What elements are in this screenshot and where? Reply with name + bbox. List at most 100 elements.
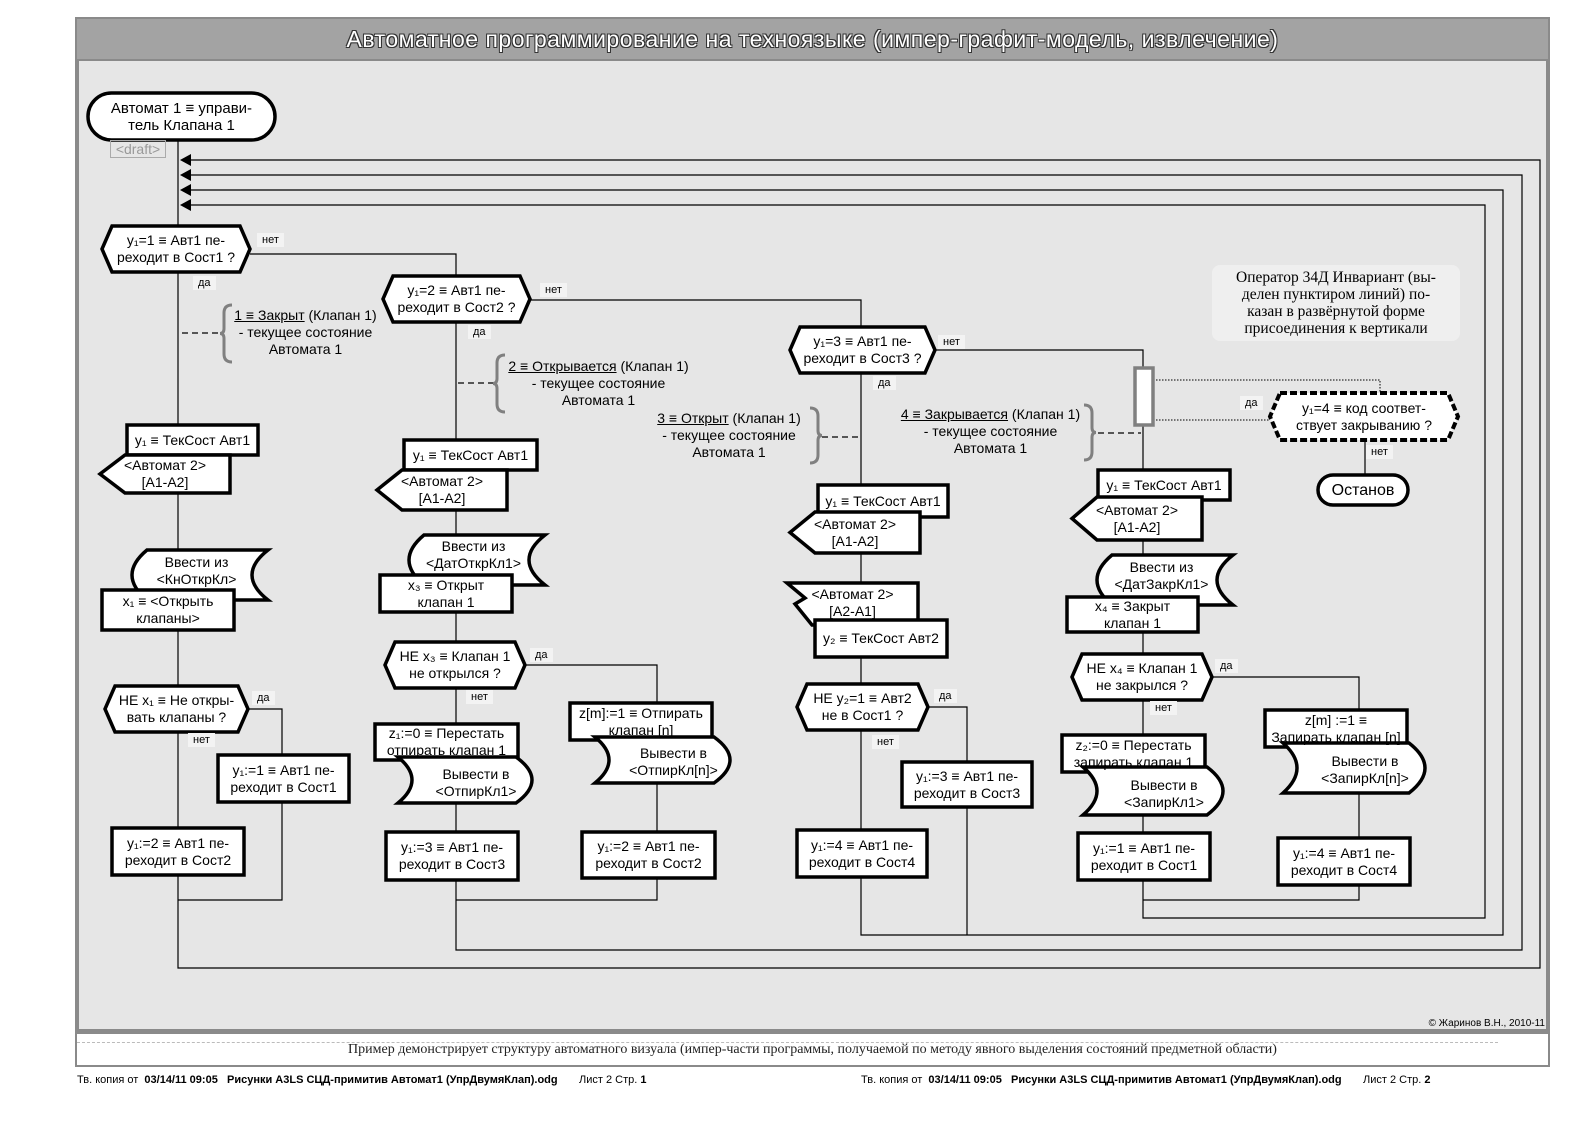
branch-label-no: нет xyxy=(257,233,284,247)
process-text-r3b: y₂ ≡ ТекСост Авт2 xyxy=(823,630,939,646)
display-shape-o1a xyxy=(97,453,232,495)
state-object: (Клапан 1) xyxy=(616,358,689,374)
branch-label-no: нет xyxy=(466,690,493,704)
process-shape-r2e xyxy=(384,830,520,882)
arrowhead-icon xyxy=(180,199,191,211)
footer-file: Рисунки A3LS СЦД-примитив Автомат1 (УпрД… xyxy=(1010,1074,1342,1086)
process-shape-r4a xyxy=(1096,468,1232,502)
connector-line xyxy=(188,189,1504,936)
invariant-note: Оператор 34Д Инвариант (вы- делен пункти… xyxy=(1212,265,1460,341)
process-text-r2a: y₁ ≡ ТекСост Авт1 xyxy=(412,446,529,463)
decision-shape-d3b xyxy=(795,682,930,732)
process-text-r4c: z₂:=0 ≡ Перестать запирать клапан 1 xyxy=(1073,736,1194,770)
arrowhead-icon xyxy=(180,184,191,196)
connector-line xyxy=(456,782,658,901)
footer-prefix: Тв. копия от xyxy=(77,1074,139,1086)
state-name: 1 ≡ Закрыт xyxy=(234,307,305,323)
copyright: © Жаринов В.Н., 2010-11 xyxy=(1428,1018,1545,1029)
connector-line xyxy=(1143,793,1360,901)
process-shape-r1b xyxy=(100,588,236,632)
terminator-shape-stop xyxy=(1316,473,1410,507)
state-name: 3 ≡ Открыт xyxy=(657,410,729,426)
branch-label-yes: да xyxy=(193,276,216,290)
display-text-o2a: <Автомат 2> [A1-A2] xyxy=(400,473,484,506)
caption-box: Пример демонстрирует структуру автоматно… xyxy=(77,1034,1548,1065)
display-shape-o2a xyxy=(374,468,509,512)
branch-label-no: нет xyxy=(1150,701,1177,715)
process-text-r4e: y₁:=1 ≡ Авт1 пе- реходит в Сост1 xyxy=(1090,839,1198,873)
branch-label-no: нет xyxy=(188,733,215,747)
display-shape-o3b xyxy=(782,581,920,627)
brace-icon xyxy=(1083,403,1097,462)
decision-shape-d3 xyxy=(788,325,937,375)
process-text-r2b: x₃ ≡ Открыт клапан 1 xyxy=(407,576,485,610)
terminator-shape-start xyxy=(86,91,277,142)
process-text-r2c: z₁:=0 ≡ Перестать отпирать клапан 1 xyxy=(386,725,507,758)
process-text-r4f: y₁:=4 ≡ Авт1 пе- реходит в Сост4 xyxy=(1290,844,1398,878)
invariant-decision-text-d4: y₁=4 ≡ код соответ- ствует закрыванию ? xyxy=(1296,399,1432,433)
display-shape-o3a xyxy=(787,510,922,555)
brace-icon xyxy=(219,303,233,364)
output-shape-o4c xyxy=(1078,765,1225,817)
footer-date: 03/14/11 09:05 xyxy=(144,1074,218,1086)
process-text-r1d: y₁:=2 ≡ Авт1 пе- реходит в Сост2 xyxy=(124,834,232,868)
input-text-i1: Ввести из <КнОткрКл> xyxy=(156,554,237,587)
state-object: (Клапан 1) xyxy=(304,307,377,323)
footer-right: Тв. копия от 03/14/11 09:05 Рисунки A3LS… xyxy=(861,1074,1431,1086)
branch-label-yes: да xyxy=(873,376,896,390)
decision-text-d1b: НЕ x₁ ≡ Не откры- вать клапаны ? xyxy=(118,692,235,725)
connector-line xyxy=(928,706,968,762)
process-shape-r1c xyxy=(216,753,351,804)
process-shape-r2c xyxy=(373,722,520,762)
process-shape-r3d xyxy=(795,828,929,879)
footer-page: 1 xyxy=(640,1074,647,1086)
footer-left: Тв. копия от 03/14/11 09:05 Рисунки A3LS… xyxy=(77,1074,647,1086)
output-text-o2c: Вывести в <ОтпирКл1> xyxy=(435,765,517,799)
footer-file: Рисунки A3LS СЦД-примитив Автомат1 (УпрД… xyxy=(226,1074,558,1086)
terminator-text-start: Автомат 1 ≡ управи- тель Клапана 1 xyxy=(110,99,253,134)
branch-label-no: нет xyxy=(1366,445,1393,459)
display-shape-o4a xyxy=(1069,495,1204,542)
display-text-o3a: <Автомат 2> [A1-A2] xyxy=(813,515,897,549)
branch-label-yes: да xyxy=(252,691,275,705)
process-shape-r4f xyxy=(1276,836,1412,887)
output-text-o2d: Вывести в <ОтпирКл[n]> xyxy=(629,744,718,778)
decision-text-d2: y₁=2 ≡ Авт1 пе- реходит в Сост2 ? xyxy=(397,282,516,315)
input-text-i4: Ввести из <ДатЗакрКл1> xyxy=(1114,559,1209,592)
process-shape-r3b xyxy=(813,618,949,659)
arrowhead-icon xyxy=(180,169,191,181)
process-text-r4b: x₄ ≡ Закрыт клапан 1 xyxy=(1094,597,1171,631)
process-text-r2e: y₁:=3 ≡ Авт1 пе- реходит в Сост3 xyxy=(398,839,506,872)
decision-shape-d1 xyxy=(100,224,252,274)
state-object: (Клапан 1) xyxy=(728,410,801,426)
state-annotation: 2 ≡ Открывается (Клапан 1)- текущее сост… xyxy=(501,358,696,409)
caption-text: Пример демонстрирует структуру автоматно… xyxy=(348,1041,1277,1057)
connector-line xyxy=(1212,676,1360,710)
footer-sheet: Лист 2 Стр. xyxy=(579,1074,638,1086)
branch-label-no: нет xyxy=(938,335,965,349)
state-object: (Клапан 1) xyxy=(1008,406,1081,422)
process-text-r3d: y₁:=4 ≡ Авт1 пе- реходит в Сост4 xyxy=(808,836,916,870)
process-text-r1b: x₁ ≡ <Открыть клапаны> xyxy=(122,593,214,626)
connector-line xyxy=(178,802,283,901)
process-shape-r4d xyxy=(1263,708,1409,749)
branch-label-yes: да xyxy=(1215,659,1238,673)
brace-icon xyxy=(809,406,823,465)
decision-text-d4b: НЕ x₄ ≡ Клапан 1 не закрылся ? xyxy=(1086,660,1198,693)
process-text-r1a: y₁ ≡ ТекСост Авт1 xyxy=(134,431,251,448)
process-shape-r3c xyxy=(900,760,1034,809)
state-name: 4 ≡ Закрывается xyxy=(900,406,1009,422)
process-text-r4a: y₁ ≡ ТекСост Авт1 xyxy=(1106,476,1222,493)
connector-line xyxy=(248,708,283,755)
process-text-r2f: y₁:=2 ≡ Авт1 пе- реходит в Сост2 xyxy=(595,838,702,871)
state-description: - текущее состояние Автомата 1 xyxy=(238,324,373,357)
decision-text-d3b: НЕ y₂=1 ≡ Авт2 не в Сост1 ? xyxy=(813,690,912,723)
process-text-r2d: z[m]:=1 ≡ Отпирать клапан [n] xyxy=(579,704,703,738)
output-shape-o4d xyxy=(1278,741,1427,795)
dotted-invariant-link xyxy=(1153,379,1381,393)
draft-tag: <draft> xyxy=(110,140,166,158)
display-text-o4a: <Автомат 2> [A1-A2] xyxy=(1095,501,1179,535)
decision-shape-d1b xyxy=(103,684,250,734)
branch-label-yes: да xyxy=(468,325,491,339)
